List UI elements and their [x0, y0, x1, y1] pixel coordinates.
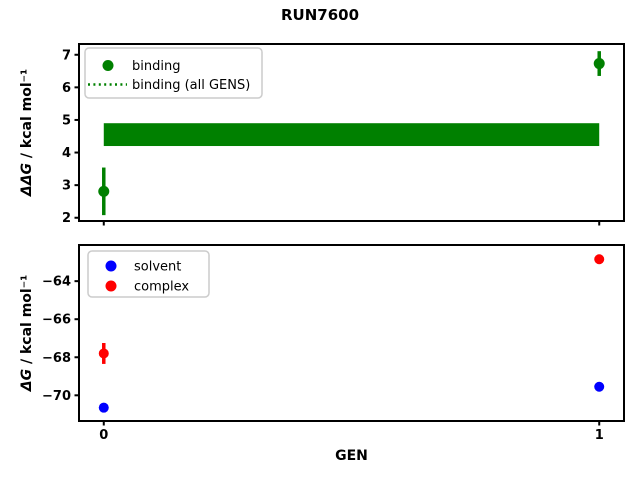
y-tick-label: 2: [62, 211, 71, 226]
y-tick-label: 6: [62, 81, 71, 96]
legend-label-complex: complex: [134, 280, 189, 295]
legend-swatch-complex: [105, 280, 117, 292]
marker-complex: [594, 254, 605, 265]
legend-swatch-binding: [102, 60, 114, 71]
y-tick-label: −66: [42, 313, 71, 328]
y-tick-label: −70: [42, 389, 71, 404]
top-y-axis-label-units: / kcal mol⁻¹: [19, 69, 35, 163]
band-binding-all-gens: [103, 123, 600, 147]
axes-frame: [78, 43, 625, 222]
y-tick-label: −64: [42, 275, 71, 290]
bottom-y-axis-label: ΔG / kcal mol⁻¹: [19, 275, 35, 392]
x-tick-label: 1: [595, 428, 604, 443]
bottom-subplot: −70 −68 −66 −64 0 1 solvent complex: [42, 244, 625, 443]
axes-frame: [78, 244, 625, 422]
y-tick-label: 4: [62, 146, 71, 161]
bottom-y-axis-label-units: / kcal mol⁻¹: [19, 275, 35, 369]
bottom-y-axis-label-math: ΔG: [19, 369, 35, 392]
legend-swatch-solvent: [105, 260, 117, 272]
marker-solvent: [594, 381, 605, 392]
legend-box: [84, 47, 263, 99]
legend-label-solvent: solvent: [134, 260, 181, 275]
figure-title: RUN7600: [281, 6, 359, 24]
top-subplot: 2 3 4 5 6 7 binding binding (all GENS): [62, 43, 625, 226]
y-tick-label: 5: [62, 113, 71, 128]
marker-binding: [98, 185, 110, 197]
marker-complex: [98, 348, 109, 359]
marker-solvent: [98, 402, 109, 413]
top-y-axis-label: ΔΔG / kcal mol⁻¹: [19, 69, 35, 197]
x-axis-label: GEN: [335, 448, 368, 464]
legend-box: [87, 250, 210, 298]
y-tick-label: 7: [62, 48, 71, 63]
legend-label-binding-all-GENS-: binding (all GENS): [132, 78, 250, 93]
x-tick-label: 0: [99, 428, 108, 443]
top-y-axis-label-math: ΔΔG: [19, 163, 35, 197]
y-tick-label: −68: [42, 351, 71, 366]
legend-label-binding: binding: [132, 59, 180, 74]
marker-binding: [593, 58, 605, 70]
y-tick-label: 3: [62, 179, 71, 194]
